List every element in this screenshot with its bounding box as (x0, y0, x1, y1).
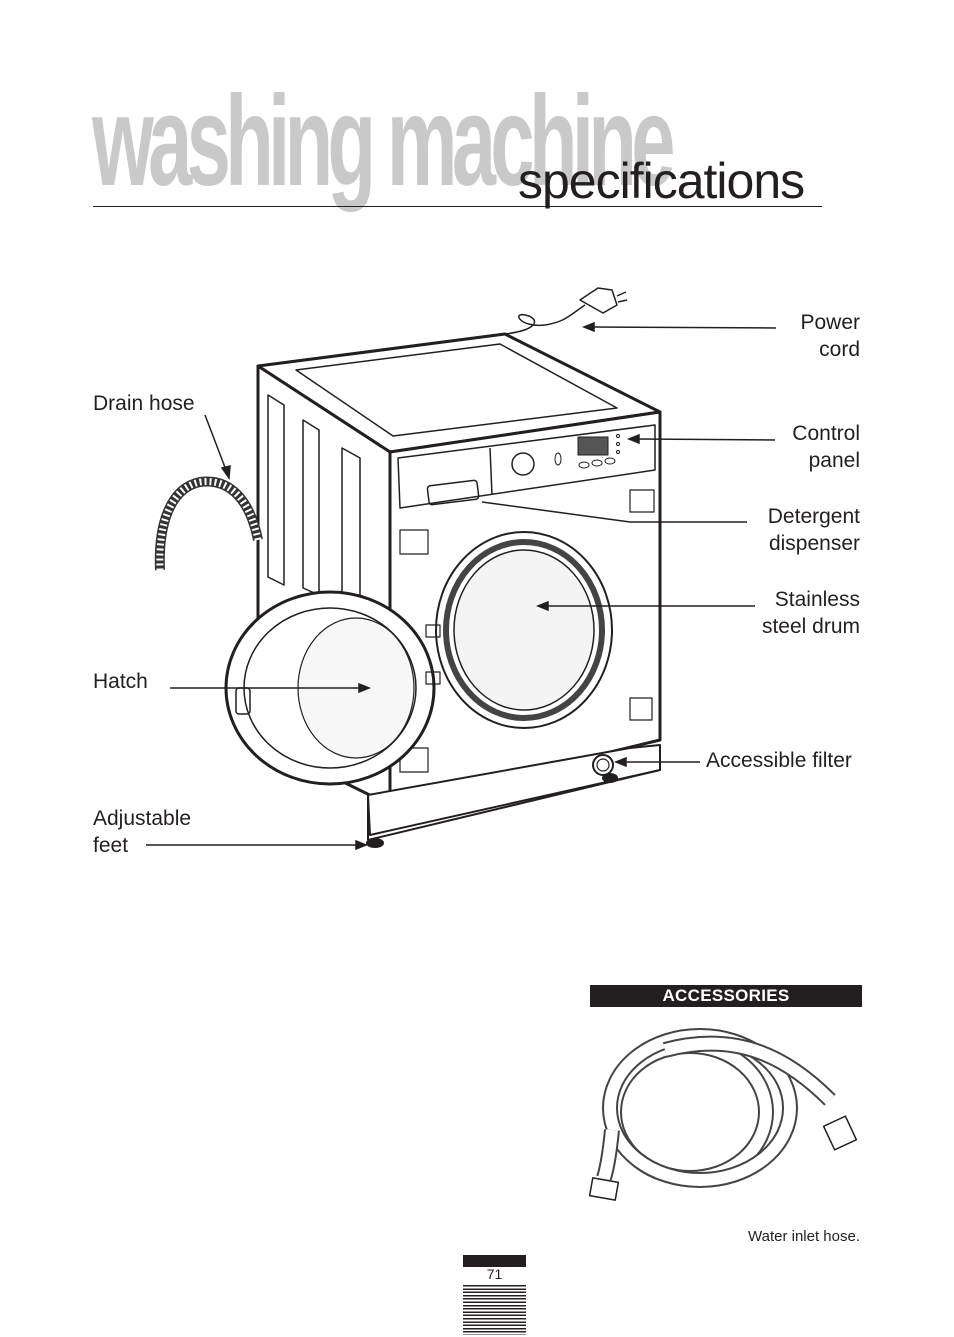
detergent-drawer (426, 479, 480, 506)
page-title: specifications (518, 153, 805, 209)
drum-opening (435, 531, 613, 729)
stainless-drum (453, 549, 595, 711)
page-tab-stripes (463, 1285, 526, 1335)
filter-cap (592, 754, 614, 776)
water-inlet-hose-image (588, 1028, 858, 1201)
label-control-panel: Control panel (792, 422, 860, 472)
title-underline (93, 206, 822, 207)
control-panel (397, 424, 656, 509)
label-stainless-steel-drum: Stainless steel drum (761, 588, 860, 638)
power-cord (504, 304, 586, 335)
accessories-header: ACCESSORIES (590, 985, 862, 1007)
page-number: 71 (486, 1266, 503, 1282)
adjustable-foot (366, 838, 384, 848)
accessory-caption: Water inlet hose. (748, 1228, 860, 1245)
label-drain-hose: Drain hose (93, 392, 195, 415)
title-background-word: washing machine (92, 70, 675, 213)
drain-hose (154, 476, 263, 571)
page-number-tab (463, 1255, 526, 1267)
label-hatch: Hatch (93, 670, 148, 693)
label-accessible-filter: Accessible filter (706, 749, 852, 772)
label-adjustable-feet: Adjustable feet (93, 807, 192, 857)
plug-icon (579, 287, 618, 314)
label-detergent-dispenser: Detergent dispenser (767, 505, 860, 555)
label-power-cord: Power cord (800, 311, 860, 361)
